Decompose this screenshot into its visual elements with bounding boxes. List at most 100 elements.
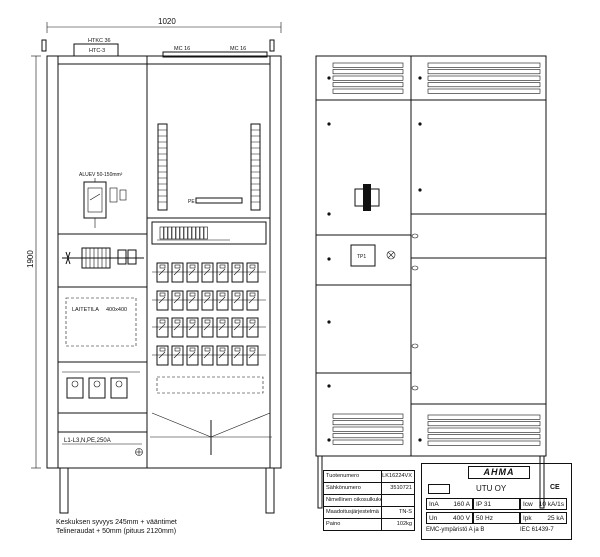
mcb-module bbox=[156, 317, 169, 338]
mcb-module bbox=[246, 345, 259, 366]
terminal-block-rail bbox=[62, 247, 144, 269]
indicator-window: TP1 bbox=[350, 244, 396, 267]
info-label: Tuotenumero bbox=[324, 471, 382, 482]
mc-cable-rails bbox=[157, 123, 261, 211]
info-value: LK16224VX bbox=[382, 473, 412, 479]
mcb-module bbox=[231, 317, 244, 338]
main-switch-handle-icon[interactable] bbox=[354, 184, 380, 211]
din-rail-devices bbox=[157, 226, 230, 241]
info-value: 102kg bbox=[396, 521, 412, 527]
mcb-module bbox=[186, 345, 199, 366]
spare-space bbox=[156, 376, 264, 394]
din-device bbox=[159, 226, 164, 240]
door-view-legs bbox=[317, 455, 545, 509]
laitetila-size: 400x400 bbox=[106, 307, 127, 313]
width-label: 1020 bbox=[158, 17, 176, 26]
note-depth: Keskuksen syvyys 245mm + vääntimet bbox=[56, 519, 177, 526]
laitetila-label: LAITETILA bbox=[72, 307, 99, 313]
mcb-module bbox=[216, 262, 229, 283]
din-device bbox=[167, 226, 172, 240]
equipment-space: LAITETILA 400x400 bbox=[65, 297, 137, 347]
rating-key: Ipk bbox=[523, 515, 532, 522]
cabinet-front-outline bbox=[46, 55, 282, 469]
busbar-label: L1-L3,N,PE,250A bbox=[64, 438, 111, 444]
rating-cell: IP 31 bbox=[473, 498, 520, 510]
model-label: UTU OY bbox=[476, 484, 507, 493]
info-value: TN-S bbox=[398, 509, 412, 515]
logo-box bbox=[428, 484, 450, 494]
mcb-module bbox=[186, 290, 199, 311]
rating-value: 10 kA/1s bbox=[538, 501, 564, 508]
mc-left-label: MC 16 bbox=[174, 46, 190, 52]
rating-value: 400 V bbox=[453, 515, 470, 522]
mcb-module bbox=[171, 317, 184, 338]
mcb-grid bbox=[152, 262, 266, 366]
rating-key: IP 31 bbox=[476, 501, 492, 508]
htkc-label: HTKC 36 bbox=[88, 38, 111, 44]
iec-label: IEC 61439-7 bbox=[520, 527, 554, 533]
rating-key: Un bbox=[429, 515, 438, 522]
info-row: Sähkönumero 3510721 bbox=[324, 482, 414, 494]
rating-cell: InA 160 A bbox=[426, 498, 473, 510]
tp-label: TP1 bbox=[357, 254, 366, 260]
mc-right-label: MC 16 bbox=[230, 46, 246, 52]
note-rails: Telineraudat + 50mm (pituus 2120mm) bbox=[56, 528, 177, 535]
rating-cell: Icw 10 kA/1s bbox=[520, 498, 567, 510]
mcb-module bbox=[156, 290, 169, 311]
brand-logo: AHMA bbox=[483, 467, 515, 477]
info-value: 3510721 bbox=[390, 485, 412, 491]
info-row: Paino 102kg bbox=[324, 518, 414, 530]
door-screws bbox=[327, 76, 422, 442]
mcb-module bbox=[171, 262, 184, 283]
mcb-module bbox=[216, 290, 229, 311]
rating-row: InA 160 A IP 31 Icw 10 kA/1s bbox=[426, 498, 567, 510]
rating-key: Icw bbox=[523, 501, 533, 508]
mcb-module bbox=[231, 290, 244, 311]
mcb-module bbox=[231, 262, 244, 283]
din-device bbox=[191, 226, 196, 240]
mcb-module bbox=[186, 317, 199, 338]
din-device bbox=[171, 226, 176, 240]
info-label: Sähkönumero bbox=[324, 483, 382, 494]
info-value bbox=[382, 495, 414, 506]
mcb-module bbox=[216, 345, 229, 366]
emc-label: EMC-ympäristö A ja B bbox=[426, 527, 485, 533]
rating-key: InA bbox=[429, 501, 439, 508]
din-rail-panel bbox=[151, 221, 267, 245]
mcb-module bbox=[171, 290, 184, 311]
htc-label: HTC-3 bbox=[89, 48, 105, 54]
mcb-module bbox=[231, 345, 244, 366]
height-label: 1900 bbox=[26, 250, 35, 268]
cabinet-door-outline bbox=[315, 55, 547, 457]
rating-value: 160 A bbox=[453, 501, 470, 508]
mcb-module bbox=[201, 290, 214, 311]
mcb-module bbox=[246, 290, 259, 311]
info-label: Paino bbox=[324, 519, 382, 530]
din-device bbox=[163, 226, 168, 240]
door-hinges bbox=[411, 233, 419, 391]
info-row: Maadoitusjärjestelmä TN-S bbox=[324, 506, 414, 518]
vent-louvers bbox=[332, 62, 541, 446]
rating-key: 50 Hz bbox=[476, 515, 493, 522]
mcb-module bbox=[216, 317, 229, 338]
info-label: Maadoitusjärjestelmä bbox=[324, 507, 382, 518]
mcb-module bbox=[156, 262, 169, 283]
top-gland-plates: HTKC 36 HTC-3 MC 16 MC 16 bbox=[73, 38, 268, 58]
mcb-module bbox=[201, 317, 214, 338]
aluev-label: ALUEV 50-150mm² bbox=[79, 172, 123, 178]
rating-cell: Un 400 V bbox=[426, 512, 473, 524]
installation-notes: Keskuksen syvyys 245mm + vääntimet Telin… bbox=[56, 518, 177, 536]
info-label: Nimellinen oikosulkukestoisuus bbox=[324, 495, 382, 506]
fuse-bases bbox=[62, 371, 140, 399]
mcb-module bbox=[186, 262, 199, 283]
din-device bbox=[199, 226, 204, 240]
din-device bbox=[183, 226, 188, 240]
din-device bbox=[203, 226, 208, 240]
mcb-module bbox=[201, 262, 214, 283]
mcb-module bbox=[246, 262, 259, 283]
pe-bar: PE bbox=[188, 197, 243, 205]
